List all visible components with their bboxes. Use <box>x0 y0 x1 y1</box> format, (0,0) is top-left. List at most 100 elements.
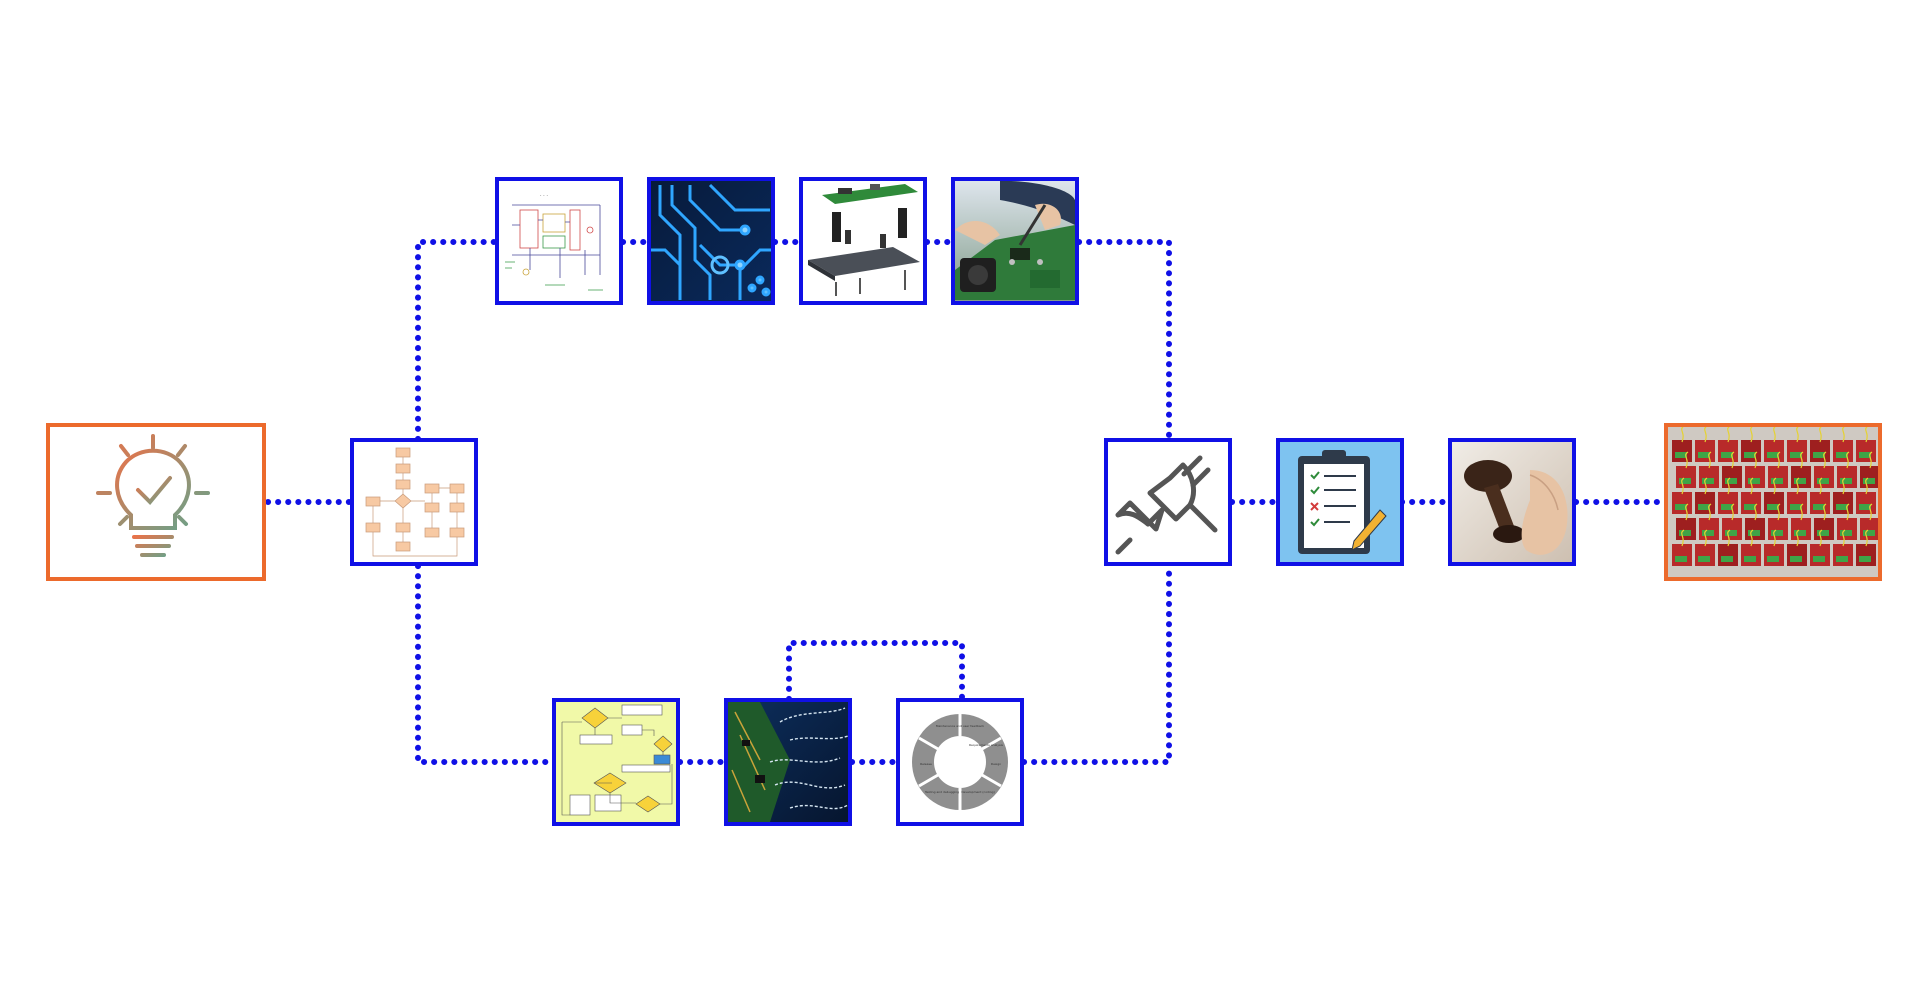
board-tile <box>1672 440 1692 462</box>
board-tile <box>1768 466 1788 488</box>
idea-node[interactable] <box>46 423 266 581</box>
firmware-code-node[interactable] <box>724 698 852 826</box>
board-component <box>1790 452 1802 458</box>
schematic-node[interactable]: · · · <box>495 177 623 305</box>
integration-node[interactable] <box>1104 438 1232 566</box>
board-wire <box>1865 477 1869 495</box>
board-component <box>1836 452 1848 458</box>
board-component <box>1744 504 1756 510</box>
board-tile <box>1833 492 1853 514</box>
board-component <box>1836 504 1848 510</box>
board-wire <box>1681 477 1685 495</box>
cycle-label-release: Release <box>920 762 932 766</box>
flowchart-node[interactable] <box>350 438 478 566</box>
board-wire <box>1777 503 1781 521</box>
cycle-label-requirements: Requirements analysis <box>969 743 1003 747</box>
board-tile <box>1764 440 1784 462</box>
board-wire <box>1685 503 1689 521</box>
board-component <box>1859 504 1871 510</box>
board-component <box>1813 556 1825 562</box>
board-wire <box>1704 477 1708 495</box>
board-wire <box>1750 529 1754 547</box>
board-wire <box>1777 451 1781 469</box>
board-tile <box>1718 544 1738 566</box>
board-wire <box>1819 477 1823 495</box>
board-component <box>1675 504 1687 510</box>
pcb-assembly-icon <box>808 184 920 296</box>
link-flowchart-bottom-branch <box>415 563 557 765</box>
soldering-node[interactable] <box>951 177 1079 305</box>
board-tile <box>1810 544 1830 566</box>
firmware-flowchart-node[interactable] <box>552 698 680 826</box>
board-component <box>1702 530 1714 536</box>
board-tile <box>1722 466 1742 488</box>
board-component <box>1744 556 1756 562</box>
clipboard-checklist-icon <box>1298 450 1387 554</box>
board-tile <box>1814 518 1834 540</box>
board-wire <box>1773 529 1777 547</box>
plug-socket-icon <box>1115 455 1218 555</box>
pcb-layout-node[interactable] <box>647 177 775 305</box>
board-component <box>1721 556 1733 562</box>
board-component <box>1767 452 1779 458</box>
board-tile <box>1672 492 1692 514</box>
board-tile <box>1860 518 1880 540</box>
board-wire <box>1731 503 1735 521</box>
board-component <box>1748 478 1760 484</box>
board-tile <box>1764 492 1784 514</box>
board-tile <box>1745 466 1765 488</box>
enclosure-assembly-node[interactable] <box>799 177 927 305</box>
board-component <box>1817 530 1829 536</box>
board-tile <box>1791 466 1811 488</box>
board-wire <box>1727 529 1731 547</box>
board-tile <box>1741 492 1761 514</box>
board-component <box>1794 530 1806 536</box>
board-wire <box>1796 529 1800 547</box>
dev-cycle-node[interactable]: Maintenance and user feedback Requiremen… <box>896 698 1024 826</box>
board-wire <box>1796 477 1800 495</box>
board-wire <box>1846 503 1850 521</box>
link-flowchart-top-branch <box>415 239 500 442</box>
board-component <box>1744 452 1756 458</box>
board-component <box>1794 478 1806 484</box>
board-wire <box>1685 451 1689 469</box>
rubber-stamp-icon <box>1464 460 1568 555</box>
board-tile <box>1676 518 1696 540</box>
board-component <box>1817 478 1829 484</box>
board-component <box>1675 452 1687 458</box>
board-wire <box>1869 451 1873 469</box>
board-wire <box>1773 477 1777 495</box>
board-tile <box>1718 440 1738 462</box>
board-tile <box>1672 544 1692 566</box>
board-tile <box>1856 492 1876 514</box>
approval-stamp-node[interactable] <box>1448 438 1576 566</box>
board-tile <box>1764 544 1784 566</box>
board-wire <box>1704 529 1708 547</box>
board-component <box>1725 530 1737 536</box>
board-tile <box>1833 544 1853 566</box>
board-tile <box>1768 518 1788 540</box>
board-component <box>1702 478 1714 484</box>
board-wire <box>1823 503 1827 521</box>
firmware-flowchart-icon <box>561 704 673 816</box>
svg-text:· · ·: · · · <box>540 193 548 199</box>
checklist-node[interactable] <box>1276 438 1404 566</box>
board-wire <box>1823 451 1827 469</box>
board-wire <box>1819 529 1823 547</box>
board-wire <box>1842 529 1846 547</box>
board-tile <box>1676 466 1696 488</box>
board-component <box>1790 556 1802 562</box>
cycle-label-design: Design <box>991 762 1001 766</box>
development-cycle-icon: Maintenance and user feedback Requiremen… <box>912 714 1008 810</box>
board-component <box>1767 556 1779 562</box>
board-tile <box>1741 544 1761 566</box>
board-component <box>1859 452 1871 458</box>
production-node[interactable] <box>1664 423 1882 581</box>
board-component <box>1721 504 1733 510</box>
board-component <box>1721 452 1733 458</box>
connectors <box>265 239 1669 765</box>
production-boards-icon <box>1672 425 1880 566</box>
board-tile <box>1695 440 1715 462</box>
board-tile <box>1791 518 1811 540</box>
board-wire <box>1800 451 1804 469</box>
